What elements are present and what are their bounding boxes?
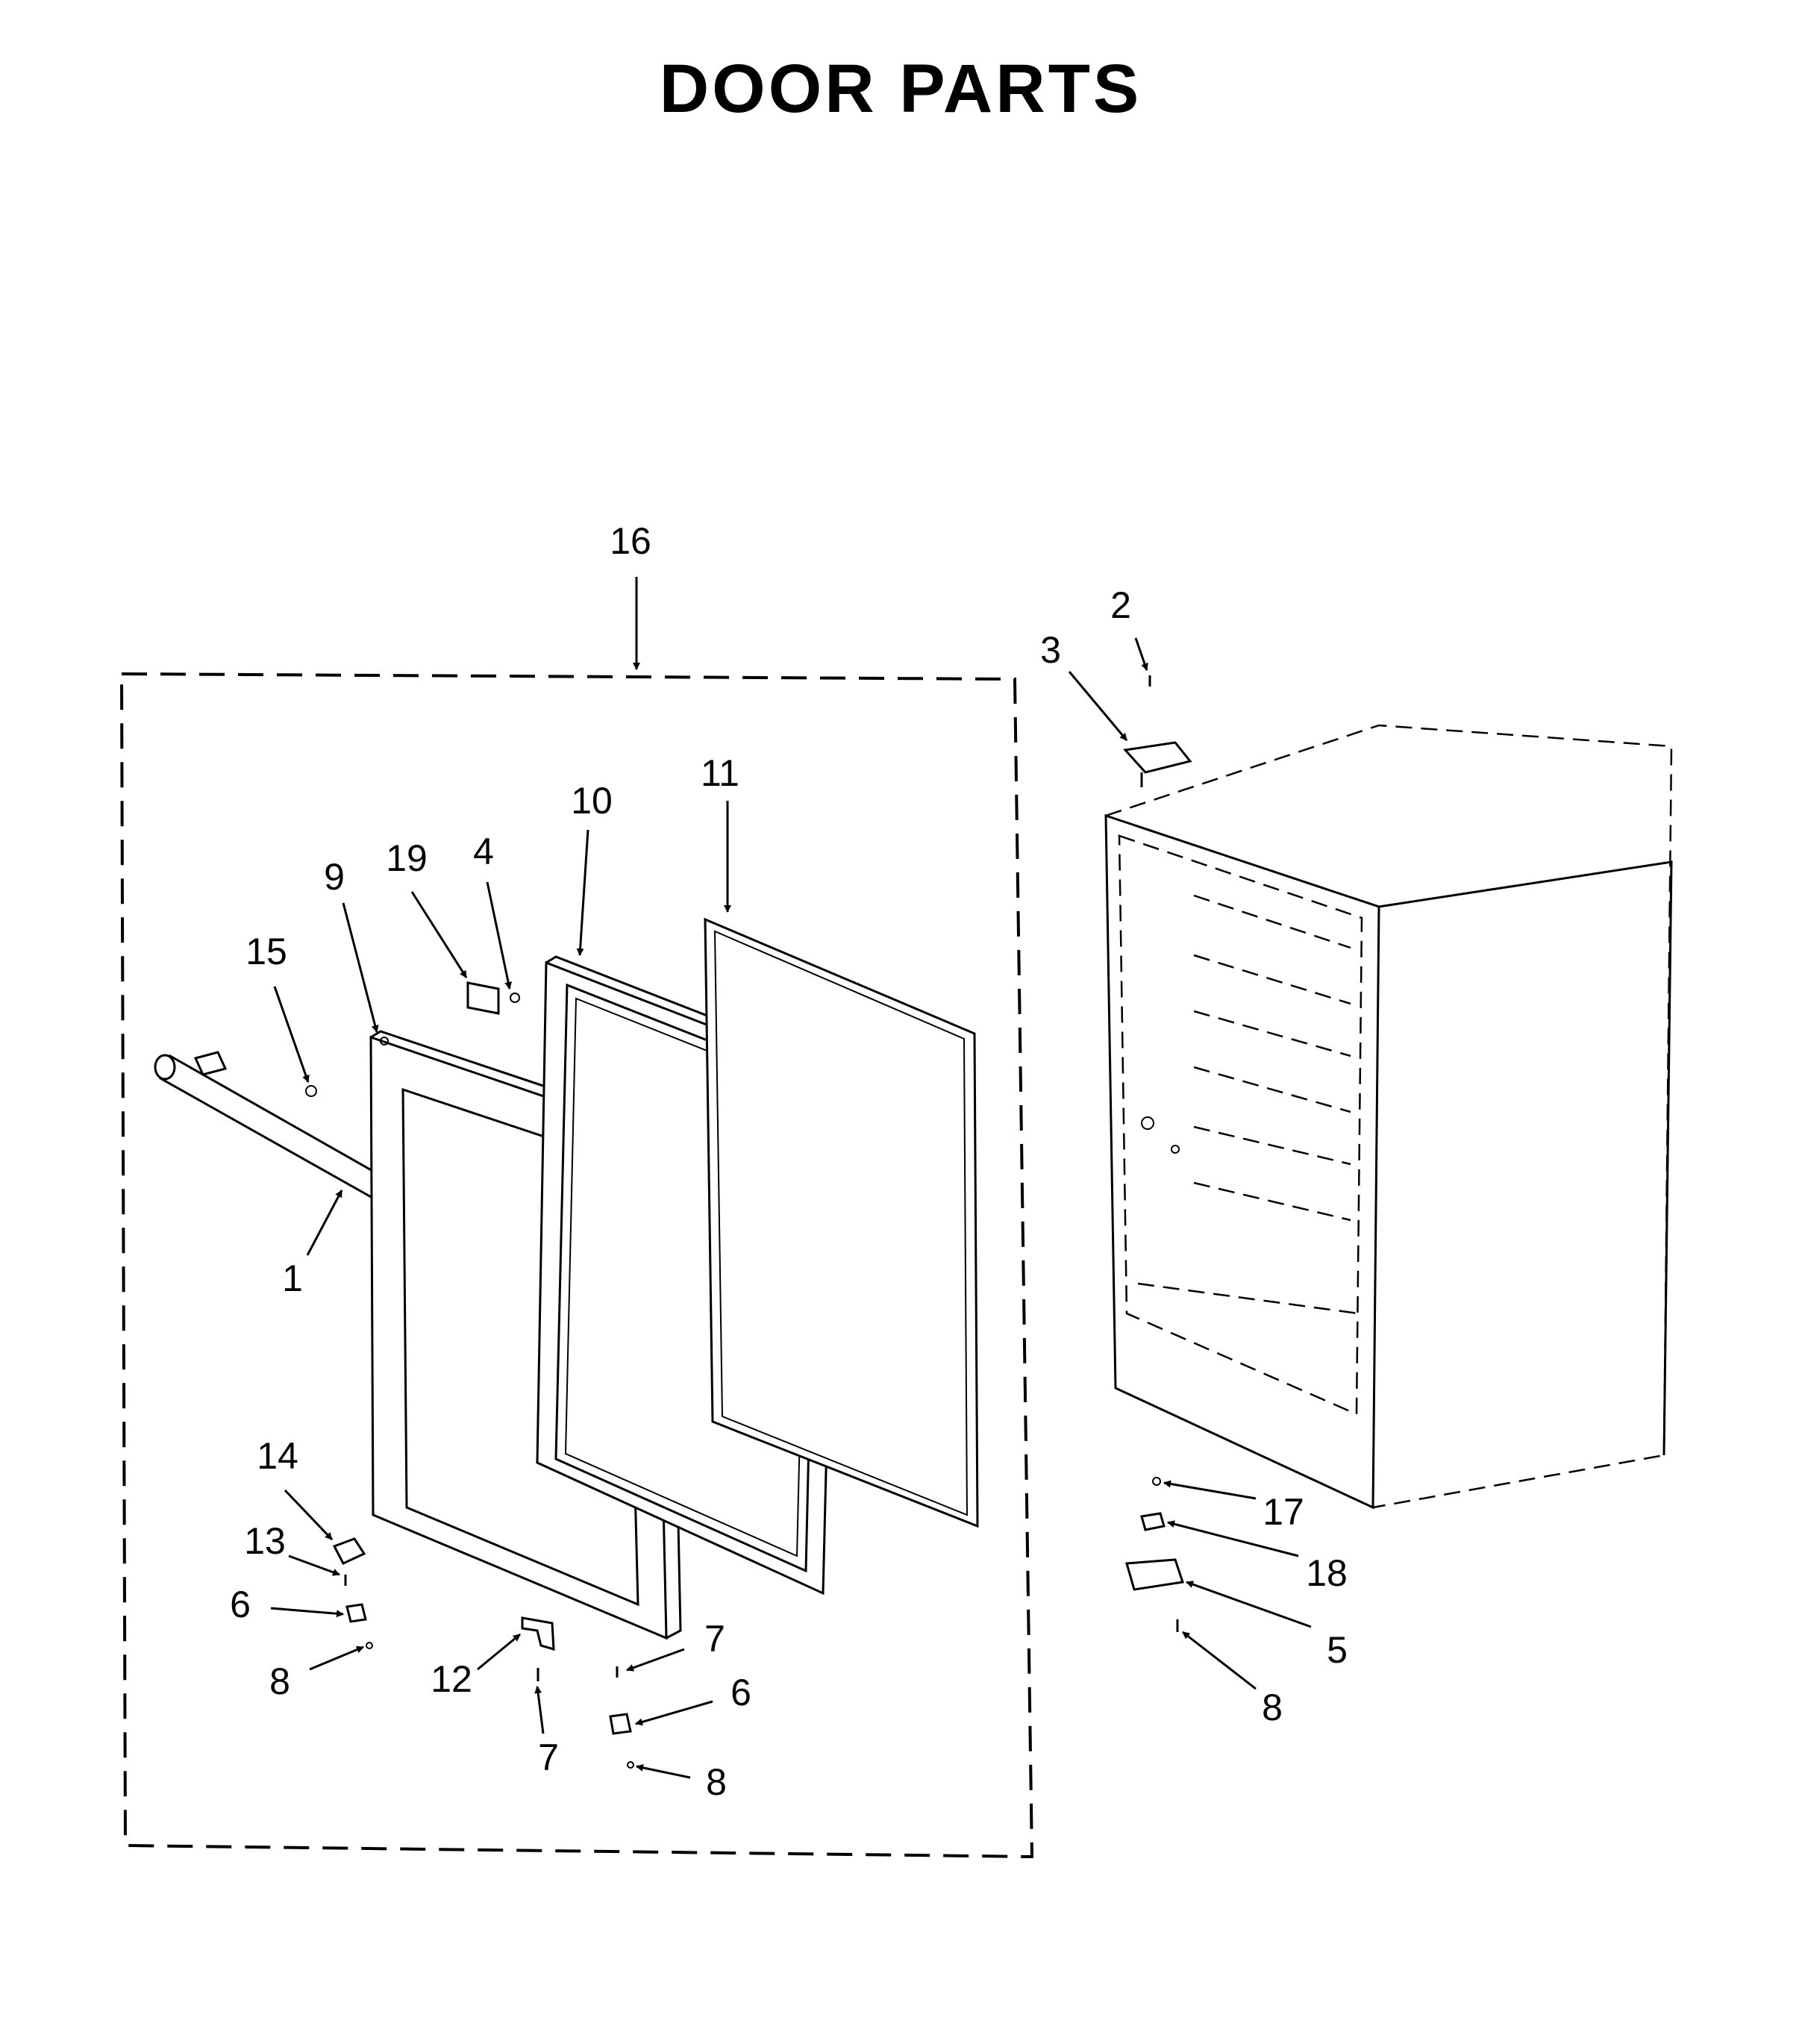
spacer-part [1140, 1512, 1166, 1531]
gasket-part [704, 917, 979, 1528]
callout-16: 16 [610, 520, 651, 562]
callout-12: 12 [431, 1658, 472, 1700]
callout-15: 15 [245, 931, 287, 972]
callout-9: 9 [324, 856, 345, 898]
hinge-cover-part [332, 1537, 366, 1565]
hinge-part [345, 1603, 367, 1623]
callout-1: 1 [282, 1257, 303, 1299]
callout-13: 13 [244, 1520, 286, 1562]
callout-6-right: 6 [731, 1672, 751, 1713]
bottom-bracket-part [521, 1616, 555, 1651]
diagram-title: DOOR PARTS [660, 51, 1142, 127]
callout-8-bottom: 8 [706, 1761, 727, 1803]
callout-7-right: 7 [704, 1618, 725, 1660]
callout-6-left: 6 [230, 1584, 251, 1625]
callout-3: 3 [1040, 629, 1061, 671]
callout-18: 18 [1306, 1552, 1348, 1594]
screw-part [1152, 1477, 1161, 1486]
pin-part [627, 1761, 634, 1769]
screw-part [305, 1085, 317, 1097]
callout-labels: 16 2 3 10 11 9 19 4 15 1 14 13 6 8 12 7 … [230, 520, 1348, 1803]
callout-17: 17 [1263, 1491, 1304, 1533]
callout-5: 5 [1327, 1629, 1348, 1671]
hinge-bracket-part [466, 981, 520, 1015]
callout-8-left: 8 [269, 1660, 290, 1702]
callout-2: 2 [1110, 584, 1131, 626]
cabinet [1104, 724, 1673, 1510]
hinge-part [609, 1713, 632, 1735]
pin-part [366, 1642, 373, 1649]
top-hinge-part [1123, 741, 1192, 774]
callout-8-right: 8 [1262, 1687, 1283, 1728]
callout-14: 14 [257, 1435, 298, 1477]
callout-7-bottom: 7 [538, 1737, 559, 1778]
callout-4: 4 [473, 831, 494, 872]
callout-11: 11 [701, 752, 739, 794]
bottom-hinge-part [1125, 1558, 1184, 1591]
callout-19: 19 [386, 837, 428, 879]
callout-10: 10 [571, 780, 613, 822]
door-assembly-boundary [119, 672, 1034, 1859]
leader-lines [270, 577, 1312, 1779]
